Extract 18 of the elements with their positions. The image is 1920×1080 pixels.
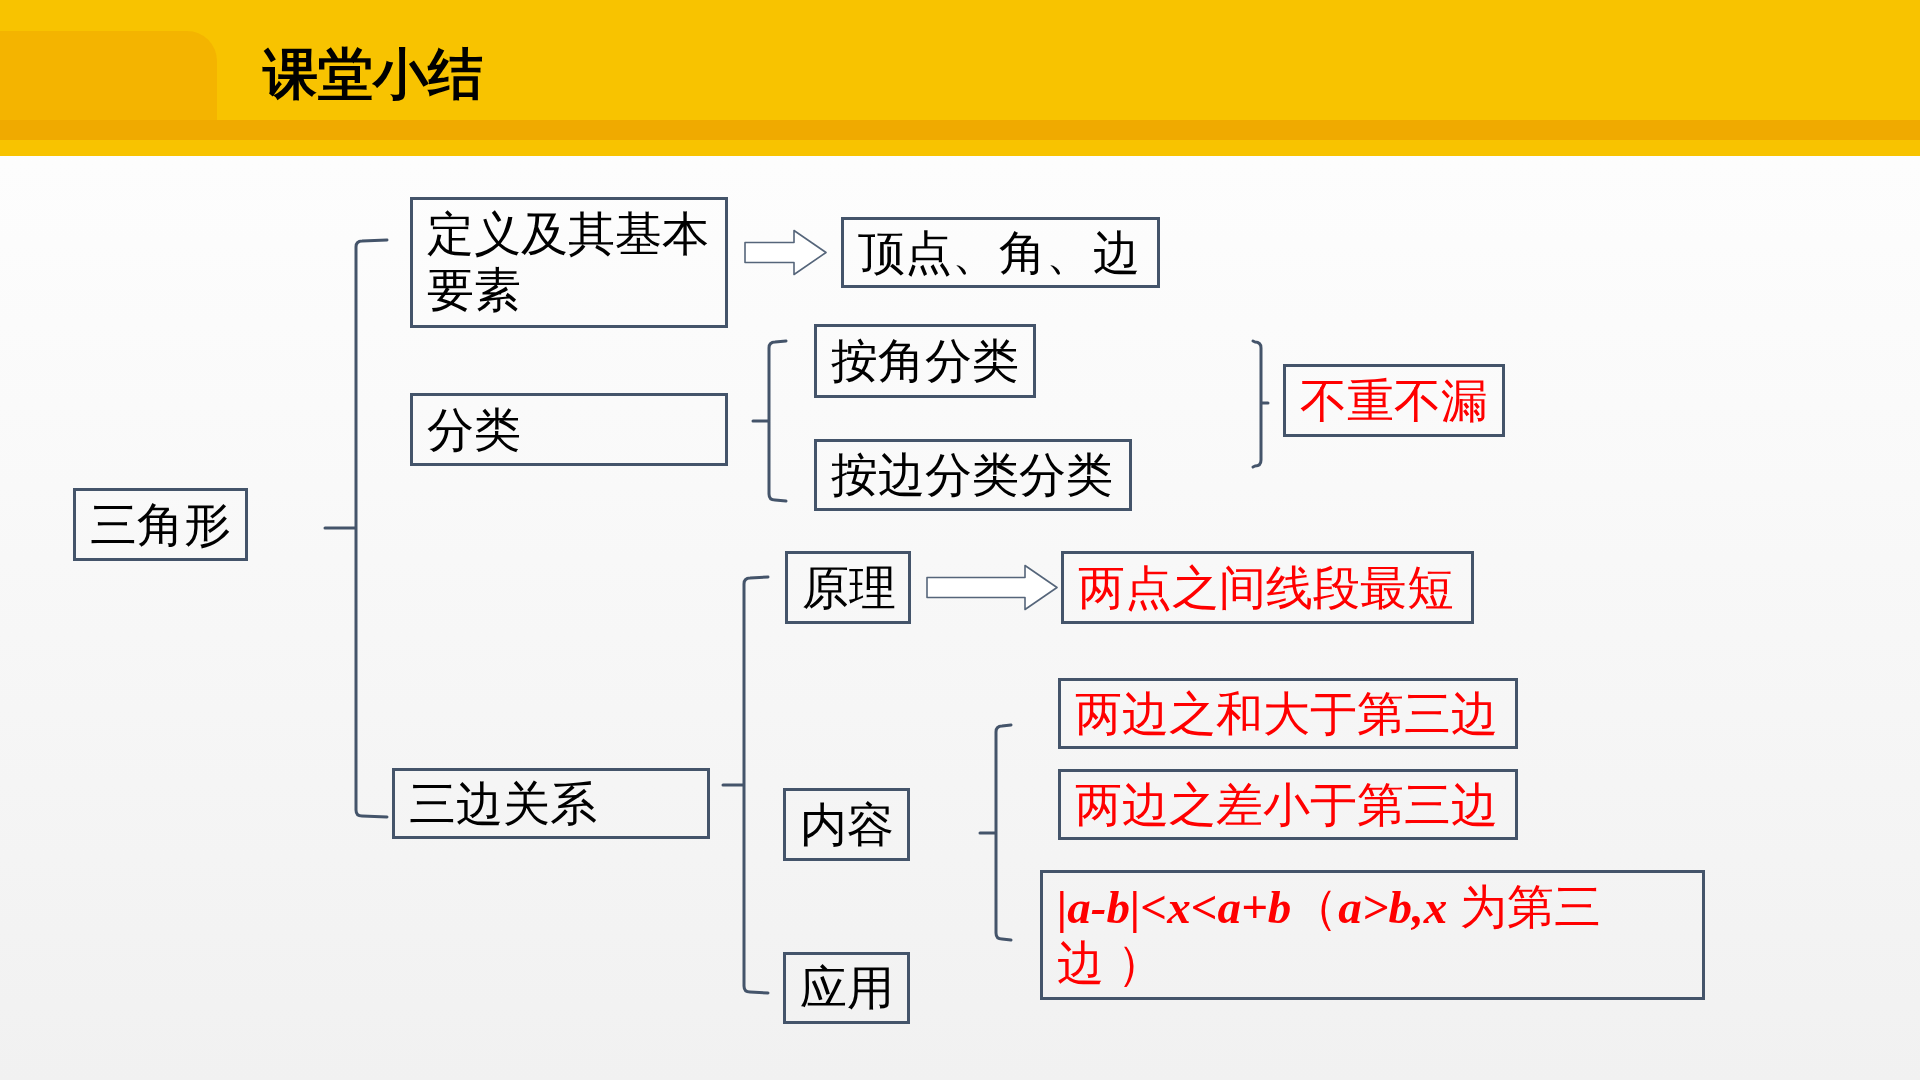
topic-box: 按角分类 (814, 324, 1036, 398)
topic-box: 三角形 (73, 488, 248, 561)
topic-box: 两边之差小于第三边 (1058, 769, 1518, 840)
topic-box: 分类 (410, 393, 728, 466)
topic-box: 三边关系 (392, 768, 710, 839)
topic-box: 不重不漏 (1283, 364, 1505, 437)
formula-box: |a-b|<x<a+b（a>b,x 为第三边 ） (1040, 870, 1705, 1000)
topic-box: 原理 (785, 551, 911, 624)
topic-box: 两边之和大于第三边 (1058, 678, 1518, 749)
topic-box: 两点之间线段最短 (1061, 551, 1474, 624)
arrow (744, 229, 827, 276)
slide-title: 课堂小结 (263, 42, 483, 106)
topic-box: 应用 (783, 952, 910, 1024)
topic-box: 顶点、角、边 (841, 217, 1160, 288)
arrow (926, 564, 1058, 611)
topic-box: 定义及其基本要素 (410, 197, 728, 328)
topic-box: 按边分类分类 (814, 439, 1132, 511)
topic-box: 内容 (783, 788, 910, 861)
